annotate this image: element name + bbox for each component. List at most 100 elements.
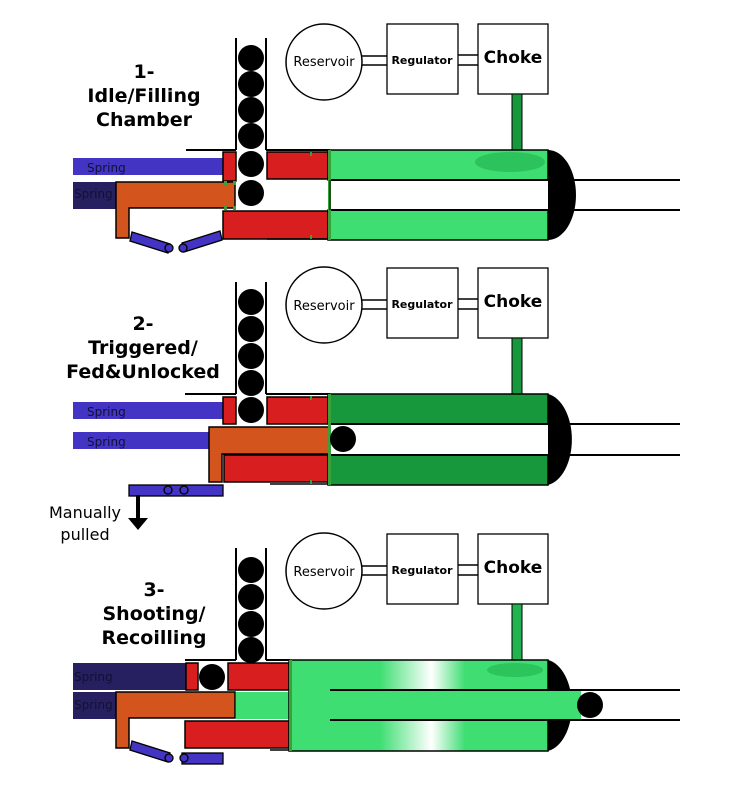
pivot-icon bbox=[178, 243, 188, 253]
gas-inflow bbox=[475, 152, 545, 172]
chamber-lower bbox=[327, 454, 549, 486]
seal bbox=[224, 206, 227, 210]
choke-label: Choke bbox=[484, 292, 543, 312]
chamber-end-cap bbox=[548, 394, 572, 485]
panel-triggered: 2- Triggered/ Fed&Unlocked Reservoir Reg… bbox=[49, 266, 680, 544]
choke-label: Choke bbox=[484, 558, 543, 578]
choke-label: Choke bbox=[484, 48, 543, 68]
trigger-linkage bbox=[129, 740, 224, 765]
panel-title-line-2: Chamber bbox=[96, 109, 193, 131]
choke-box bbox=[477, 23, 549, 95]
seal bbox=[289, 660, 292, 751]
gas-chamber bbox=[327, 149, 576, 241]
ammo-ball bbox=[238, 71, 264, 97]
bolt-bottom bbox=[184, 720, 290, 749]
spring-lower-label: Spring bbox=[74, 187, 113, 201]
seal bbox=[310, 396, 312, 400]
panel-title-line-2: Recoilling bbox=[101, 627, 206, 649]
gas-inflow bbox=[487, 663, 543, 677]
spring-upper bbox=[73, 402, 223, 419]
gas-leak bbox=[236, 692, 290, 719]
bolt-top bbox=[227, 662, 290, 691]
panel-title-line-2: Fed&Unlocked bbox=[66, 361, 220, 383]
ammo-ball bbox=[238, 584, 264, 610]
ammo-ball bbox=[238, 637, 264, 663]
panel-title-line-1: Shooting/ bbox=[103, 603, 206, 625]
choke-stem bbox=[511, 603, 523, 661]
bolt-top bbox=[266, 151, 329, 180]
ammo-ball bbox=[238, 180, 264, 206]
chamber-lower bbox=[327, 209, 549, 241]
magazine bbox=[186, 38, 330, 206]
bolt-top-small bbox=[222, 151, 237, 182]
pull-arrow-icon bbox=[128, 495, 148, 530]
ammo-ball bbox=[238, 343, 264, 369]
bolt-top-small bbox=[222, 396, 237, 425]
choke-stem bbox=[511, 93, 523, 151]
reservoir-label: Reservoir bbox=[293, 55, 355, 70]
trigger-linkage bbox=[129, 230, 223, 254]
spring-lower bbox=[73, 182, 118, 209]
trigger-linkage bbox=[128, 484, 224, 497]
trigger-lever bbox=[129, 740, 171, 763]
panel-title-line-1: Triggered/ bbox=[88, 337, 198, 359]
reservoir-label: Reservoir bbox=[293, 299, 355, 314]
regulator-label: Regulator bbox=[391, 298, 453, 311]
ammo-ball bbox=[238, 45, 264, 71]
reservoir-tank bbox=[285, 532, 363, 610]
spring-lower-label: Spring bbox=[87, 435, 126, 449]
annotation-line-1: Manually bbox=[49, 503, 121, 522]
spring-upper bbox=[73, 663, 186, 690]
spring-lower bbox=[73, 692, 118, 719]
spring-upper-label: Spring bbox=[87, 161, 126, 175]
gas-supply: Reservoir Regulator Choke bbox=[285, 532, 549, 661]
gas-chamber bbox=[288, 659, 581, 752]
annotation-line-2: pulled bbox=[60, 525, 109, 544]
hammer bbox=[115, 691, 236, 749]
hammer bbox=[115, 181, 236, 239]
spring-upper-label: Spring bbox=[74, 670, 113, 684]
gas-chamber bbox=[327, 393, 572, 486]
regulator-label: Regulator bbox=[391, 54, 453, 67]
seal bbox=[233, 206, 236, 210]
panel-number: 2- bbox=[132, 313, 153, 335]
gas-jet bbox=[336, 690, 581, 720]
sear-lever bbox=[181, 230, 223, 253]
seal bbox=[328, 394, 331, 485]
regulator-box bbox=[386, 23, 459, 95]
feeding-ball bbox=[199, 664, 225, 690]
seal bbox=[310, 480, 312, 484]
panel-title-line-1: Idle/Filling bbox=[87, 85, 200, 107]
bolt-top-small bbox=[185, 662, 199, 691]
reservoir-tank bbox=[285, 23, 363, 101]
spring-upper-label: Spring bbox=[87, 405, 126, 419]
ammo-ball bbox=[238, 370, 264, 396]
panel-idle: 1- Idle/Filling Chamber Reservoir Regula… bbox=[73, 23, 680, 254]
choke-stem bbox=[511, 337, 523, 395]
magazine bbox=[185, 282, 330, 423]
spring-lower-label: Spring bbox=[74, 698, 113, 712]
pivot-icon bbox=[179, 485, 189, 495]
ammo-ball bbox=[238, 557, 264, 583]
bolt-top bbox=[266, 396, 329, 425]
seal bbox=[310, 152, 312, 156]
spring-upper bbox=[73, 158, 223, 175]
ammo-ball bbox=[238, 611, 264, 637]
regulator-label: Regulator bbox=[391, 564, 453, 577]
ammo-ball bbox=[238, 123, 264, 149]
spring-lower bbox=[73, 432, 209, 449]
fired-ball bbox=[577, 692, 603, 718]
reservoir-label: Reservoir bbox=[293, 565, 355, 580]
ammo-ball bbox=[238, 97, 264, 123]
panel-number: 1- bbox=[133, 61, 154, 83]
ammo-ball bbox=[238, 316, 264, 342]
reservoir-tank bbox=[285, 266, 363, 344]
panel-number: 3- bbox=[143, 579, 164, 601]
choke-box bbox=[477, 267, 549, 339]
pivot-icon bbox=[179, 753, 189, 763]
ammo-ball bbox=[238, 151, 264, 177]
pivot-icon bbox=[164, 753, 174, 763]
seal bbox=[310, 235, 312, 239]
magazine bbox=[185, 548, 290, 663]
